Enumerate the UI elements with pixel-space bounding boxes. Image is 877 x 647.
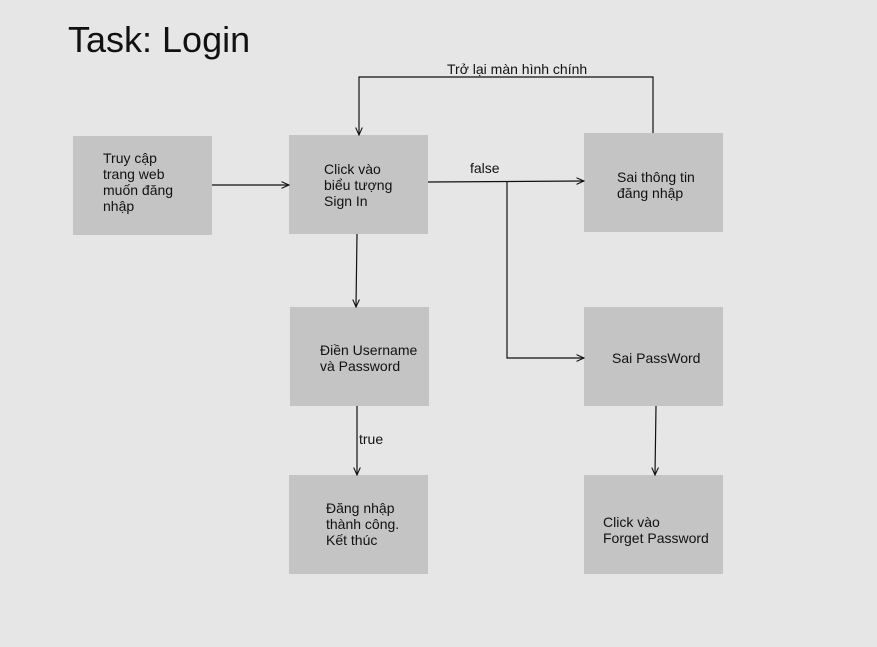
node-success-label: Đăng nhập thành công. Kết thúc [326,500,400,548]
edge-sign-in-to-credentials [356,233,357,307]
node-wrong-info: Sai thông tin đăng nhập [584,133,723,232]
node-fill-credentials: Điền Username và Password [290,307,429,406]
node-access-label: Truy cập trang web muốn đăng nhập [103,150,174,214]
node-click-sign-in-label: Click vào biểu tượng Sign In [324,161,393,209]
node-forget-password: Click vào Forget Password [584,475,723,574]
edge-branch-to-wrong-password [506,182,584,358]
edge-label-false: false [470,160,500,176]
node-wrong-password: Sai PassWord [584,307,723,406]
edge-sign-in-to-wrong-info [427,181,584,182]
node-click-sign-in: Click vào biểu tượng Sign In [289,135,428,234]
node-success: Đăng nhập thành công. Kết thúc [289,475,428,574]
edge-label-true: true [359,431,384,447]
node-access: Truy cập trang web muốn đăng nhập [73,136,212,235]
edge-wrong-password-to-forget [655,405,656,475]
node-forget-password-label: Click vào Forget Password [603,514,709,546]
node-fill-credentials-label: Điền Username và Password [320,342,418,374]
page-title: Task: Login [68,19,251,60]
edge-label-back-to-main: Trở lại màn hình chính [447,61,588,77]
node-wrong-password-label: Sai PassWord [612,350,701,366]
edge-back-to-main [359,76,654,135]
node-wrong-info-label: Sai thông tin đăng nhập [617,169,695,201]
